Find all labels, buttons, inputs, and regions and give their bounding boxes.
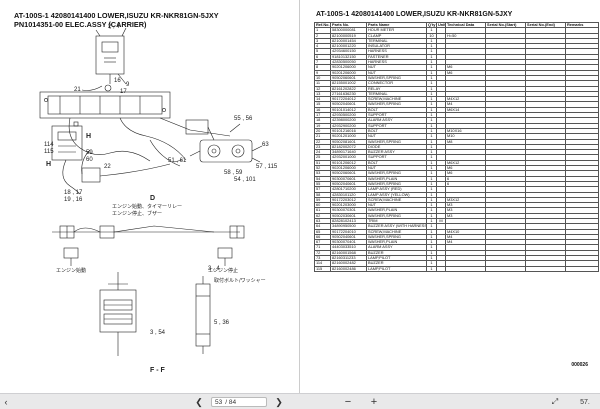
column-header: Ref.No.: [314, 21, 331, 29]
section-h-label-2: H: [46, 161, 51, 168]
label-2-4: 2 , 4: [108, 24, 120, 30]
table-cell: [436, 265, 446, 272]
table-cell: 82160002486: [330, 265, 367, 272]
section-h-label: H: [86, 133, 91, 140]
column-header: Remarks: [565, 21, 599, 29]
column-header: Unit: [436, 21, 446, 29]
label-51-61: 51 , 61: [168, 158, 187, 164]
label-5-36: 5 , 36: [214, 320, 230, 326]
label-19-16: 19 , 16: [64, 197, 83, 203]
label-60: 60: [86, 157, 93, 163]
prev-page-button[interactable]: ❮: [195, 396, 203, 407]
label-59: 59: [86, 150, 93, 156]
label-3-54: 3 , 54: [150, 330, 166, 336]
table-cell: [485, 265, 526, 272]
column-header: Q'ty: [426, 21, 437, 29]
table-cell: 115: [314, 265, 331, 272]
label-17: 17: [120, 89, 127, 95]
left-page: AT-100S-1 42080141400 LOWER,ISUZU KR-NKR…: [0, 0, 300, 394]
table-cell: [525, 265, 566, 272]
table-cell: [445, 265, 486, 272]
label-16: 16: [114, 78, 121, 84]
fit-page-icon[interactable]: ⤢: [551, 397, 559, 406]
viewer-toolbar: ‹ ❮ 53 / 84 ❯ − + ⤢ 57.: [0, 393, 600, 409]
left-page-title-line1: AT-100S-1 42080141400 LOWER,ISUZU KR-NKR…: [14, 11, 219, 20]
diagram-ff-side: [195, 283, 211, 347]
label-63: 63: [262, 142, 269, 148]
note-engine-stop-buzzer: エンジン停止、ブザー: [112, 210, 162, 217]
exploded-diagram: 2 , 4 9 17 21 16 H H 114 115 59 60 22 18…: [39, 24, 278, 374]
zoom-level[interactable]: 57.: [580, 398, 590, 406]
label-21: 21: [74, 87, 81, 93]
label-9: 9: [126, 82, 130, 88]
label-57-115: 57 , 115: [256, 164, 278, 170]
note-engine-start-timer: エンジン始動、タイマーリレー: [112, 203, 182, 210]
page-indicator[interactable]: 53 / 84: [211, 397, 267, 407]
note-engine-stop: エンジン停止: [208, 267, 238, 274]
label-58-59: 58 , 59: [224, 170, 243, 176]
zoom-in-button[interactable]: +: [370, 396, 378, 408]
label-114: 114: [44, 142, 54, 148]
total-pages-label: / 84: [225, 398, 237, 406]
next-page-button[interactable]: ❯: [275, 396, 283, 407]
scroll-left-icon[interactable]: ‹: [4, 397, 8, 407]
section-ff-label: F - F: [150, 367, 165, 374]
label-55-56: 55 , 56: [234, 116, 253, 122]
note-engine-start: エンジン始動: [56, 267, 86, 274]
diagram-main-panel: [39, 91, 171, 119]
section-d-label: D: [150, 195, 155, 202]
label-18-17: 18 , 17: [64, 190, 83, 196]
note-mount-bolt: 取付ボルト/ワッシャー: [214, 277, 266, 284]
right-page: AT-100S-1 42080141400 LOWER,ISUZU KR-NKR…: [304, 0, 600, 394]
label-3-4: 3 , 4: [208, 266, 220, 272]
table-cell: 1: [426, 265, 437, 272]
table-cell: LAMP,PILOT: [366, 265, 427, 272]
diagram-h-box: [51, 125, 83, 161]
label-22: 22: [104, 164, 111, 170]
current-page-field[interactable]: 53: [215, 398, 223, 406]
diagram-buzzer-bracket: [99, 289, 137, 333]
zoom-out-button[interactable]: −: [344, 396, 352, 408]
label-54-101: 54 , 101: [234, 177, 256, 183]
table-cell: [565, 265, 599, 272]
right-page-title: AT-100S-1 42080141400 LOWER,ISUZU KR-NKR…: [316, 11, 513, 18]
table-cell: BUZZER ASSY (WITH HARNESS): [366, 223, 427, 230]
left-page-title-line2: PN1014351-00 ELEC.ASSY (CARRIER): [14, 20, 147, 29]
page-number: 000026: [571, 362, 588, 368]
label-115: 115: [44, 149, 54, 155]
